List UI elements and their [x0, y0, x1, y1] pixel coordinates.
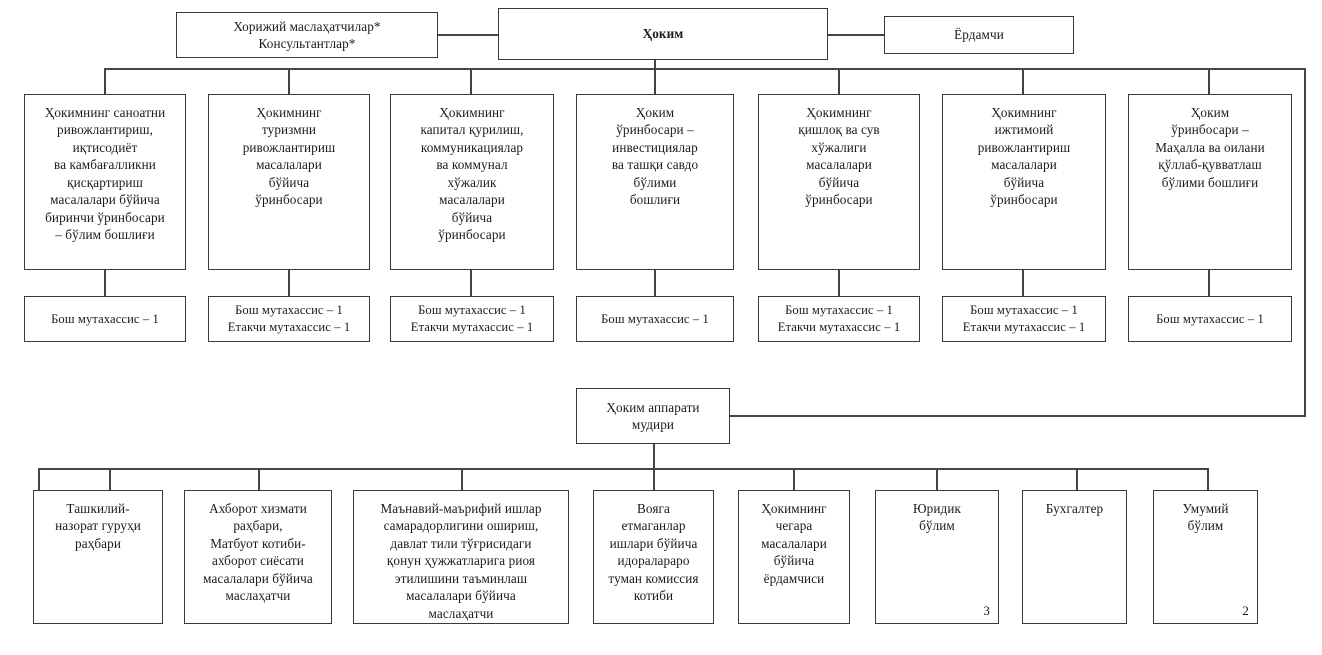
- node-apparatus-manager-label: Ҳоким аппарати мудири: [606, 399, 700, 432]
- connector-unit-drop-5: [653, 468, 655, 490]
- node-deputy-3-label: Ҳокимнинг капитал қурилиш, коммуникациял…: [420, 105, 524, 242]
- connector-unit-drop-9: [1207, 468, 1209, 490]
- connector-deputy-drop-5: [838, 68, 840, 94]
- connector-unit-drop-7: [936, 468, 938, 490]
- node-staff-3[interactable]: Бош мутахассис – 1 Етакчи мутахассис – 1: [390, 296, 554, 342]
- node-deputy-7[interactable]: Ҳоким ўринбосари – Маҳалла ва оилани қўл…: [1128, 94, 1292, 270]
- node-unit-5[interactable]: Ҳокимнинг чегара масалалари бўйича ёрдам…: [738, 490, 850, 624]
- connector-unit-drop-2: [109, 468, 111, 490]
- connector-staff-drop-4: [654, 270, 656, 296]
- node-apparatus-manager[interactable]: Ҳоким аппарати мудири: [576, 388, 730, 444]
- connector-advisors-to-head: [438, 34, 498, 36]
- connector-apparatus-right-arm: [729, 415, 1306, 417]
- connector-deputy-drop-3: [470, 68, 472, 94]
- node-unit-2[interactable]: Ахборот хизмати раҳбари, Матбуот котиби-…: [184, 490, 332, 624]
- node-deputy-5-label: Ҳокимнинг қишлоқ ва сув хўжалиги масалал…: [798, 105, 880, 208]
- node-deputy-5[interactable]: Ҳокимнинг қишлоқ ва сув хўжалиги масалал…: [758, 94, 920, 270]
- node-staff-1-label: Бош мутахассис – 1: [51, 311, 159, 326]
- connector-head-stem: [654, 60, 656, 69]
- node-foreign-advisors[interactable]: Хорижий маслаҳатчилар* Консультантлар*: [176, 12, 438, 58]
- node-unit-4-label: Вояга етмаганлар ишлари бўйича идоралара…: [608, 501, 699, 604]
- connector-staff-drop-3: [470, 270, 472, 296]
- node-deputy-6-label: Ҳокимнинг ижтимоий ривожлантириш масалал…: [977, 105, 1071, 208]
- node-unit-8-count: 2: [1242, 602, 1249, 618]
- node-staff-1[interactable]: Бош мутахассис – 1: [24, 296, 186, 342]
- node-deputy-2-label: Ҳокимнинг туризмни ривожлантириш масалал…: [242, 105, 336, 208]
- node-unit-4[interactable]: Вояга етмаганлар ишлари бўйича идоралара…: [593, 490, 714, 624]
- connector-unit-drop-6: [793, 468, 795, 490]
- node-staff-5-label: Бош мутахассис – 1 Етакчи мутахассис – 1: [777, 303, 901, 334]
- node-hokim-label: Ҳоким: [642, 26, 684, 42]
- node-assistant-label: Ёрдамчи: [954, 27, 1004, 43]
- connector-deputy-drop-6: [1022, 68, 1024, 94]
- connector-deputy-bus: [104, 68, 1306, 70]
- connector-deputy-drop-1: [104, 68, 106, 94]
- node-hokim[interactable]: Ҳоким: [498, 8, 828, 60]
- node-staff-4[interactable]: Бош мутахассис – 1: [576, 296, 734, 342]
- connector-deputy-drop-2: [288, 68, 290, 94]
- node-unit-7[interactable]: Бухгалтер: [1022, 490, 1127, 624]
- connector-head-to-assistant: [828, 34, 884, 36]
- node-staff-7-label: Бош мутахассис – 1: [1156, 311, 1264, 326]
- node-unit-6[interactable]: Юридик бўлим 3: [875, 490, 999, 624]
- connector-unit-bus: [38, 468, 1208, 470]
- node-unit-2-label: Ахборот хизмати раҳбари, Матбуот котиби-…: [203, 501, 313, 604]
- node-deputy-6[interactable]: Ҳокимнинг ижтимоий ривожлантириш масалал…: [942, 94, 1106, 270]
- connector-staff-drop-2: [288, 270, 290, 296]
- node-deputy-1-label: Ҳокимнинг саноатни ривожлантириш, иқтисо…: [44, 105, 166, 242]
- connector-deputy-drop-4: [654, 68, 656, 94]
- connector-unit-drop-3: [258, 468, 260, 490]
- node-unit-7-label: Бухгалтер: [1045, 501, 1104, 516]
- node-staff-6[interactable]: Бош мутахассис – 1 Етакчи мутахассис – 1: [942, 296, 1106, 342]
- node-staff-2-label: Бош мутахассис – 1 Етакчи мутахассис – 1: [227, 303, 351, 334]
- node-assistant[interactable]: Ёрдамчи: [884, 16, 1074, 54]
- connector-staff-drop-1: [104, 270, 106, 296]
- node-staff-4-label: Бош мутахассис – 1: [601, 311, 709, 326]
- node-unit-1-label: Ташкилий- назорат гуруҳи раҳбари: [55, 501, 141, 551]
- node-deputy-4-label: Ҳоким ўринбосари – инвестициялар ва ташқ…: [611, 105, 699, 208]
- connector-staff-drop-6: [1022, 270, 1024, 296]
- node-unit-3-label: Маънавий-маърифий ишлар самарадорлигини …: [380, 501, 542, 621]
- node-deputy-2[interactable]: Ҳокимнинг туризмни ривожлантириш масалал…: [208, 94, 370, 270]
- node-unit-5-label: Ҳокимнинг чегара масалалари бўйича ёрдам…: [761, 501, 827, 586]
- node-deputy-4[interactable]: Ҳоким ўринбосари – инвестициялар ва ташқ…: [576, 94, 734, 270]
- connector-bus-to-apparatus-right: [1304, 68, 1306, 416]
- connector-deputy-drop-7: [1208, 68, 1210, 94]
- connector-unit-drop-4: [461, 468, 463, 490]
- node-staff-6-label: Бош мутахассис – 1 Етакчи мутахассис – 1: [962, 303, 1086, 334]
- connector-staff-drop-7: [1208, 270, 1210, 296]
- node-foreign-advisors-label: Хорижий маслаҳатчилар* Консультантлар*: [233, 18, 381, 51]
- connector-unit-drop-8: [1076, 468, 1078, 490]
- node-unit-1[interactable]: Ташкилий- назорат гуруҳи раҳбари: [33, 490, 163, 624]
- node-unit-8-label: Умумий бўлим: [1182, 501, 1229, 534]
- node-staff-5[interactable]: Бош мутахассис – 1 Етакчи мутахассис – 1: [758, 296, 920, 342]
- node-unit-8[interactable]: Умумий бўлим 2: [1153, 490, 1258, 624]
- node-unit-6-count: 3: [983, 602, 990, 618]
- connector-unit-drop-1: [38, 468, 40, 490]
- node-deputy-1[interactable]: Ҳокимнинг саноатни ривожлантириш, иқтисо…: [24, 94, 186, 270]
- connector-staff-drop-5: [838, 270, 840, 296]
- connector-apparatus-stem: [653, 444, 655, 469]
- node-staff-2[interactable]: Бош мутахассис – 1 Етакчи мутахассис – 1: [208, 296, 370, 342]
- node-staff-7[interactable]: Бош мутахассис – 1: [1128, 296, 1292, 342]
- node-unit-3[interactable]: Маънавий-маърифий ишлар самарадорлигини …: [353, 490, 569, 624]
- node-unit-6-label: Юридик бўлим: [913, 501, 961, 534]
- node-deputy-7-label: Ҳоким ўринбосари – Маҳалла ва оилани қўл…: [1155, 105, 1265, 190]
- node-deputy-3[interactable]: Ҳокимнинг капитал қурилиш, коммуникациял…: [390, 94, 554, 270]
- node-staff-3-label: Бош мутахассис – 1 Етакчи мутахассис – 1: [410, 303, 534, 334]
